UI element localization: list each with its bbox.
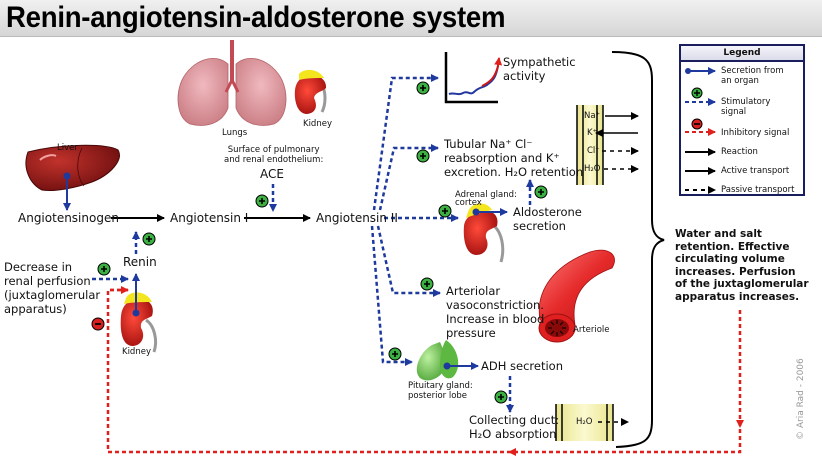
adh-label: ADH secretion xyxy=(481,359,563,373)
plus-badges xyxy=(97,81,548,404)
stim-ang2-to-arteriolar xyxy=(376,225,441,297)
plus-icon xyxy=(438,204,452,218)
arteriole-label: Arteriole xyxy=(573,325,610,335)
legend-item-inhibitory: Inhibitory signal xyxy=(721,128,790,138)
stim-ang2-to-tubular xyxy=(378,144,439,211)
kidney-bottom-icon xyxy=(120,292,158,353)
kidney-bottom-label: Kidney xyxy=(122,347,151,357)
minus-icon xyxy=(91,317,105,331)
legend-item-passive-transport: Passive transport xyxy=(721,185,795,195)
secretion-adh-arrow xyxy=(443,362,479,370)
ion-cl: Cl⁻ xyxy=(587,146,600,156)
plus-icon xyxy=(255,194,269,208)
legend-item-active-transport: Active transport xyxy=(721,166,790,176)
ion-h2o: H₂O xyxy=(584,164,601,174)
legend-secretion-symbol xyxy=(685,67,716,75)
plus-icon xyxy=(142,232,156,246)
collecting-duct-label: Collecting duct:H₂O absorption xyxy=(469,413,560,441)
plus-icon xyxy=(494,390,508,404)
plus-icon xyxy=(534,185,548,199)
stim-ang2-to-pituitary xyxy=(370,225,413,366)
legend-title: Legend xyxy=(681,46,803,62)
plus-icon xyxy=(416,81,430,95)
angiotensin-1-node: Angiotensin I xyxy=(170,211,249,225)
ion-na: Na⁺ xyxy=(584,111,601,121)
duct-ion-h2o: H₂O xyxy=(576,417,593,427)
tubule-icon xyxy=(576,105,639,185)
secretion-aldosterone-arrow xyxy=(472,208,508,216)
copyright-text: © Aria Rad - 2006 xyxy=(796,358,806,440)
angiotensinogen-node: Angiotensinogen xyxy=(18,211,119,225)
inhib-feedback-loop xyxy=(106,288,742,454)
stim-ang2-to-sympathetic xyxy=(372,74,439,211)
plus-icon xyxy=(420,277,434,291)
kidney-top-label: Kidney xyxy=(303,119,332,129)
renin-node: Renin xyxy=(123,255,157,269)
arteriole-icon xyxy=(538,249,615,343)
secretion-renin-arrow xyxy=(132,273,140,317)
pituitary-icon xyxy=(416,340,459,381)
legend-symbols xyxy=(685,67,716,194)
ace-label: ACE xyxy=(260,167,284,181)
plus-icon xyxy=(388,347,402,361)
liver-icon xyxy=(25,144,120,191)
pituitary-label: Pituitary gland:posterior lobe xyxy=(408,381,473,401)
secretion-liver-arrow xyxy=(63,172,71,211)
page-title: Renin-angiotensin-aldosterone system xyxy=(6,1,506,34)
collecting-duct-icon xyxy=(555,404,629,441)
ion-k: K⁺ xyxy=(587,128,598,138)
legend-item-reaction: Reaction xyxy=(721,147,758,157)
legend-stimulatory-symbol xyxy=(685,87,716,106)
outcome-bracket xyxy=(611,51,665,448)
plus-icon xyxy=(97,262,111,276)
lungs-label: Lungs xyxy=(222,128,248,138)
angiotensin-2-node: Angiotensin II xyxy=(316,211,398,225)
liver-label: Liver xyxy=(57,143,78,153)
tubular-label: Tubular Na⁺ Cl⁻reabsorption and K⁺excret… xyxy=(444,137,584,179)
title-bar: Renin-angiotensin-aldosterone system xyxy=(0,0,822,37)
adrenal-label: Adrenal gland:cortex xyxy=(455,190,517,208)
adrenal-kidney-icon xyxy=(463,203,505,263)
plus-icon xyxy=(416,149,430,163)
lungs-icon xyxy=(177,40,287,126)
legend-inhibitory-symbol xyxy=(685,118,716,136)
kidney-top-icon xyxy=(294,69,327,114)
sympathetic-graph-icon xyxy=(444,52,503,104)
